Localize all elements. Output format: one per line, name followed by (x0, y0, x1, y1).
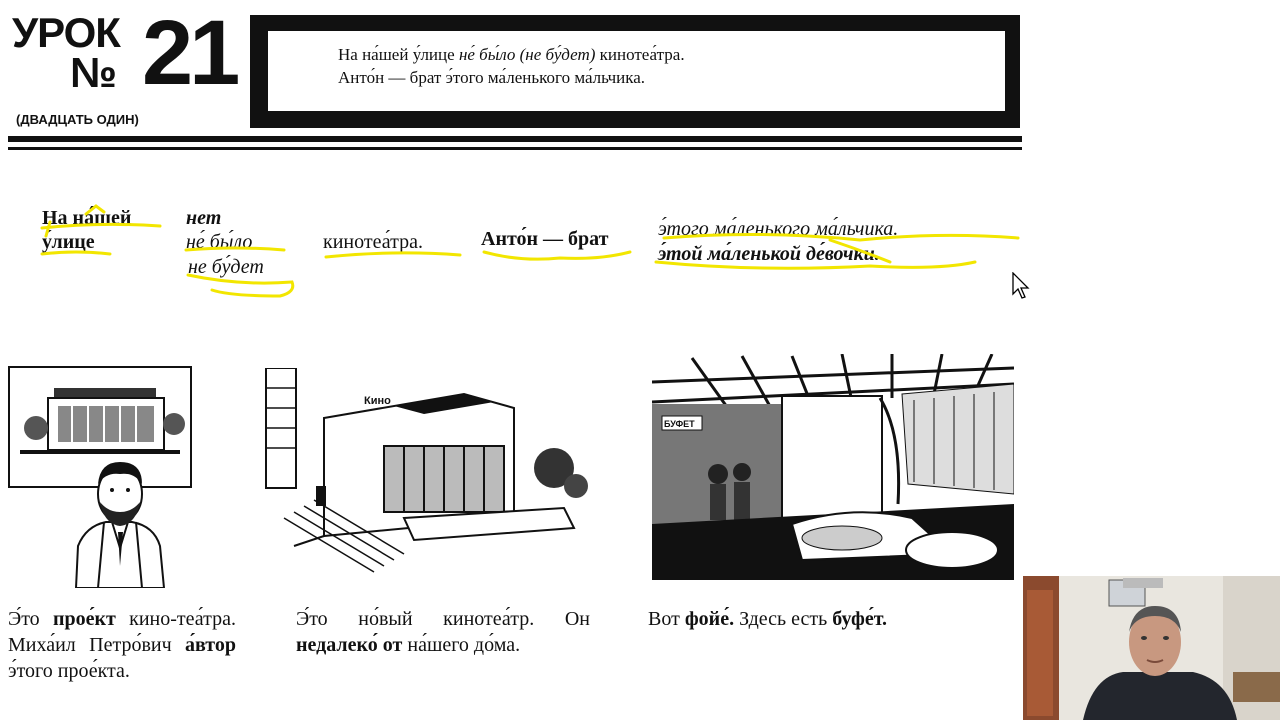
lesson-number-sign: № (70, 49, 117, 96)
header-sentence-1: На на́шей у́лице не́ бы́ло (не бу́дет) к… (338, 45, 685, 64)
caption-foyer: Вот фойе́. Здесь есть буфе́т. (648, 608, 888, 630)
cinema-sign: Кино (364, 395, 391, 407)
pattern-phrase: э́той ма́ленькой де́вочки. (658, 243, 880, 265)
buffet-sign: БУФЕТ (664, 419, 695, 429)
cinema-illustration: Кино (264, 368, 590, 582)
presenter-video (1023, 576, 1280, 720)
header-sentence-2: Анто́н — брат э́того ма́ленького ма́льчи… (338, 68, 646, 87)
lesson-number-words: (ДВАДЦАТЬ ОДИН) (16, 112, 139, 127)
project-illustration (8, 366, 192, 588)
caption-project: Э́то прое́кт кино-теа́тра. Миха́ил Петро… (8, 608, 236, 682)
pattern-phrase: э́того ма́ленького ма́льчика. (658, 218, 899, 240)
header-box (268, 31, 1005, 111)
mouse-cursor-icon (1012, 272, 1030, 299)
pattern-phrase: На на́шей (42, 207, 132, 229)
pattern-option: не́ бы́ло (186, 231, 253, 253)
divider-rule (8, 136, 1022, 142)
pattern-phrase: Анто́н — брат (481, 228, 609, 250)
webcam-overlay (1023, 576, 1280, 720)
foyer-illustration: БУФЕТ (652, 354, 1014, 580)
pattern-phrase: у́лице (42, 231, 95, 253)
highlight-stroke (482, 250, 632, 261)
lesson-number: 21 (142, 2, 240, 104)
divider-rule (8, 147, 1022, 150)
pattern-option: нет (186, 207, 222, 229)
caption-cinema: Э́то но́вый кинотеа́тр. Он недалеко́ от … (296, 608, 590, 656)
pattern-option: не бу́дет (188, 256, 264, 278)
pattern-word: кинотеа́тра. (323, 231, 423, 253)
lesson-word: УРОК (12, 9, 121, 56)
